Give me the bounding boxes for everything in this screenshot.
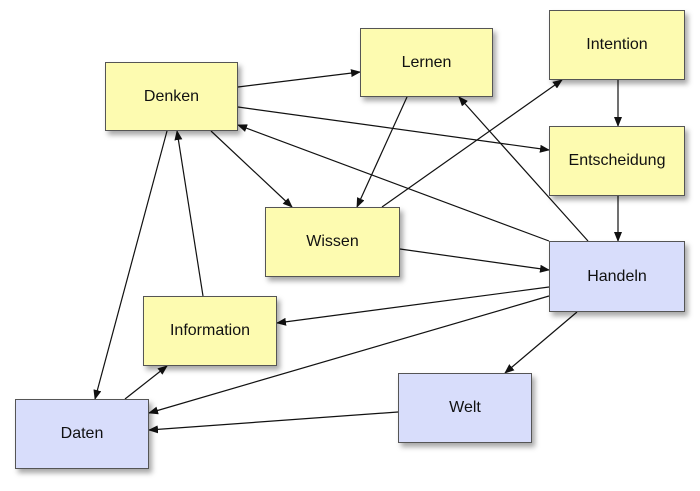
node-label-daten: Daten	[60, 425, 104, 442]
edge-wissen-to-intention	[381, 79, 563, 208]
edge-handeln-to-welt	[504, 311, 578, 374]
node-label-welt: Welt	[449, 399, 481, 416]
edge-information-to-denken	[174, 130, 204, 297]
node-information: Information	[143, 296, 277, 366]
edge-denken-to-wissen	[210, 130, 293, 208]
edge-wissen-to-handeln	[399, 248, 550, 273]
node-label-intention: Intention	[586, 36, 648, 53]
edge-lernen-to-wissen	[356, 96, 408, 208]
node-intention: Intention	[549, 10, 685, 80]
node-handeln: Handeln	[549, 241, 685, 312]
edge-handeln-to-daten	[148, 295, 550, 415]
node-welt: Welt	[398, 373, 532, 443]
edge-welt-to-daten	[148, 411, 399, 434]
node-label-handeln: Handeln	[587, 267, 647, 285]
node-wissen: Wissen	[265, 207, 400, 277]
edge-handeln-to-information	[276, 286, 550, 326]
edge-denken-to-daten	[93, 130, 168, 400]
node-label-entscheidung: Entscheidung	[568, 152, 666, 169]
edge-denken-to-lernen	[237, 69, 361, 88]
edge-daten-to-information	[124, 365, 168, 400]
node-label-denken: Denken	[143, 87, 200, 105]
edge-denken-to-entscheidung	[237, 106, 550, 153]
node-label-lernen: Lernen	[401, 53, 452, 71]
edge-handeln-to-lernen	[458, 96, 589, 242]
node-lernen: Lernen	[360, 28, 493, 97]
node-label-wissen: Wissen	[306, 233, 359, 250]
node-daten: Daten	[15, 399, 149, 469]
node-label-information: Information	[169, 322, 251, 339]
node-denken: Denken	[105, 62, 238, 131]
node-entscheidung: Entscheidung	[549, 126, 685, 196]
edge-handeln-to-denken	[237, 124, 550, 242]
